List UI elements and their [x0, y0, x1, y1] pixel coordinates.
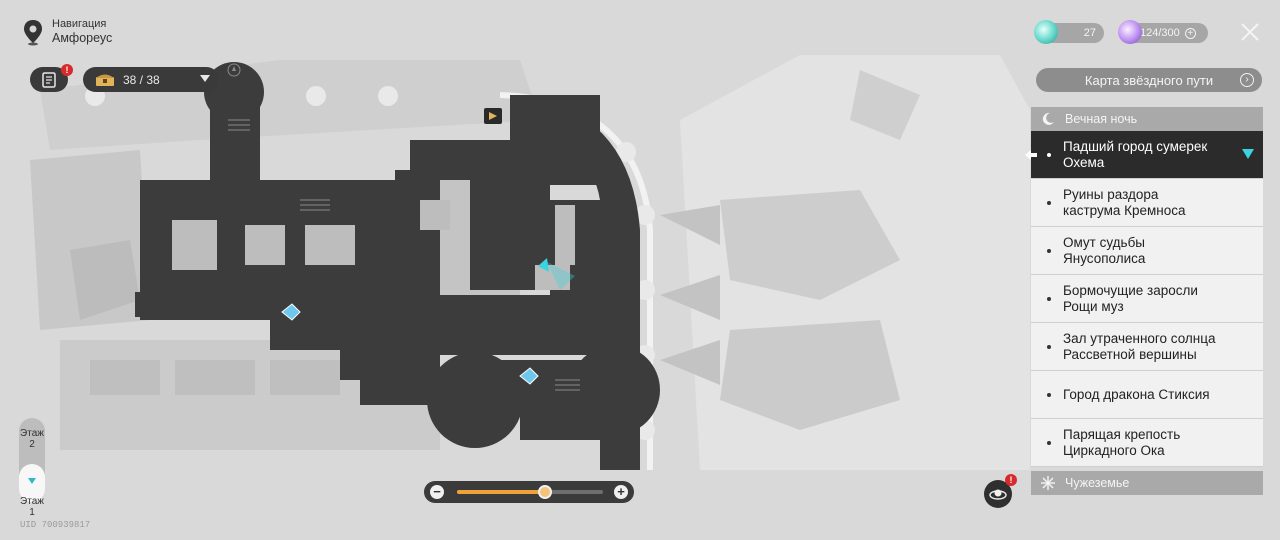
resource-counter-1[interactable]: 27 — [1034, 20, 1104, 44]
journal-badge: ! — [61, 64, 73, 76]
bullet-icon — [1047, 441, 1051, 445]
group-eternal-night[interactable]: Вечная ночь — [1031, 107, 1263, 131]
zoom-out-button[interactable]: − — [430, 485, 444, 499]
bullet-icon — [1047, 393, 1051, 397]
star-rail-map-button[interactable]: Карта звёздного пути › — [1036, 68, 1262, 92]
location-label: Бормочущие заросли Рощи муз — [1063, 282, 1198, 314]
wall-tower — [635, 205, 655, 225]
chevron-right-icon: › — [1240, 73, 1254, 87]
journal-icon — [42, 71, 56, 88]
floor-1-button[interactable]: Этаж 1 — [19, 464, 45, 518]
location-item[interactable]: Руины раздора каструма Кремноса — [1031, 179, 1263, 227]
bullet-icon — [1047, 201, 1051, 205]
terrain-rock — [720, 190, 900, 300]
bullet-icon — [1047, 153, 1051, 157]
zoom-slider-handle[interactable] — [537, 485, 552, 499]
star-burst-icon — [1041, 476, 1055, 490]
exit-marker-icon — [484, 108, 502, 124]
navigation-title: Навигация — [52, 18, 107, 30]
floor-selector: Этаж 2 Этаж 1 — [19, 418, 45, 518]
chest-count: 38 / 38 — [123, 72, 160, 87]
space-anchor-icon — [519, 367, 539, 385]
floor-1-label: Этаж 1 — [20, 496, 44, 518]
zoom-slider[interactable] — [457, 485, 603, 499]
zoom-slider-fill — [457, 490, 545, 494]
star-rail-map-label: Карта звёздного пути — [1084, 72, 1214, 88]
location-label: Падший город сумерек Охема — [1063, 138, 1208, 170]
location-label: Зал утраченного солнца Рассветной вершин… — [1063, 330, 1216, 362]
stairs — [228, 119, 580, 391]
bullet-icon — [1047, 249, 1051, 253]
chevron-down-icon[interactable] — [200, 75, 210, 82]
wall-tower — [306, 86, 326, 106]
zoom-in-button[interactable]: + — [614, 485, 628, 499]
location-item[interactable]: Омут судьбы Янусополиса — [1031, 227, 1263, 275]
current-location-marker-icon — [1025, 150, 1037, 160]
map-pin-icon — [24, 20, 42, 46]
location-label: Омут судьбы Янусополиса — [1063, 234, 1146, 266]
tracker-badge: ! — [1005, 474, 1017, 486]
location-label: Город дракона Стиксия — [1063, 386, 1210, 402]
zoom-control: − + — [424, 481, 634, 503]
terrain-block — [90, 360, 160, 395]
location-item[interactable]: Город дракона Стиксия — [1031, 371, 1263, 419]
resource-counter-2[interactable]: 124/300 + — [1118, 20, 1208, 44]
add-resource-button[interactable]: + — [1184, 27, 1196, 39]
terrain-block — [175, 360, 255, 395]
teal-orb-icon — [1034, 20, 1058, 44]
spire — [660, 340, 720, 385]
group-label: Чужеземье — [1065, 476, 1130, 490]
spire — [660, 275, 720, 320]
bullet-icon — [1047, 345, 1051, 349]
region-name: Амфореус — [52, 31, 113, 46]
bullet-icon — [1047, 297, 1051, 301]
location-item[interactable]: Зал утраченного солнца Рассветной вершин… — [1031, 323, 1263, 371]
navigation-texts: Навигация Амфореус — [52, 18, 112, 46]
location-label: Руины раздора каструма Кремноса — [1063, 186, 1186, 218]
space-anchor-icon — [281, 303, 301, 321]
navigation-header: Навигация Амфореус — [22, 18, 112, 46]
uid-label: UID 700939817 — [20, 520, 91, 530]
location-item[interactable]: Падший город сумерек Охема — [1025, 131, 1263, 179]
floor-2-label: Этаж 2 — [20, 428, 44, 450]
terrain-rock — [850, 70, 920, 140]
inner-rooms — [172, 200, 575, 290]
wall-tower — [378, 86, 398, 106]
close-icon[interactable] — [1238, 20, 1262, 44]
floor-2-button[interactable]: Этаж 2 — [19, 428, 45, 450]
location-list: Падший город сумерек Охема Руины раздора… — [1025, 131, 1263, 467]
terrain-block — [270, 360, 340, 395]
current-floor-icon — [28, 478, 36, 484]
group-label: Вечная ночь — [1065, 112, 1138, 126]
compass-north-icon — [227, 63, 241, 77]
player-position-icon — [538, 258, 575, 290]
terrain-rock — [720, 320, 900, 430]
location-label: Парящая крепость Циркадного Ока — [1063, 426, 1181, 458]
crescent-moon-icon — [1042, 112, 1054, 125]
current-floor-arrow-icon — [1242, 149, 1254, 159]
purple-orb-icon — [1118, 20, 1142, 44]
chest-icon — [96, 74, 114, 86]
location-item[interactable]: Парящая крепость Циркадного Ока — [1031, 419, 1263, 467]
location-item[interactable]: Бормочущие заросли Рощи муз — [1031, 275, 1263, 323]
chest-counter[interactable]: 38 / 38 — [83, 67, 219, 92]
terrain-block — [70, 240, 140, 320]
group-foreign-land[interactable]: Чужеземье — [1031, 471, 1263, 495]
mission-tracker-icon — [989, 489, 1007, 500]
resource-value-2: 124/300 — [1140, 27, 1180, 39]
wall-tower — [616, 142, 636, 162]
resource-value-1: 27 — [1083, 27, 1096, 39]
spire — [660, 205, 720, 245]
